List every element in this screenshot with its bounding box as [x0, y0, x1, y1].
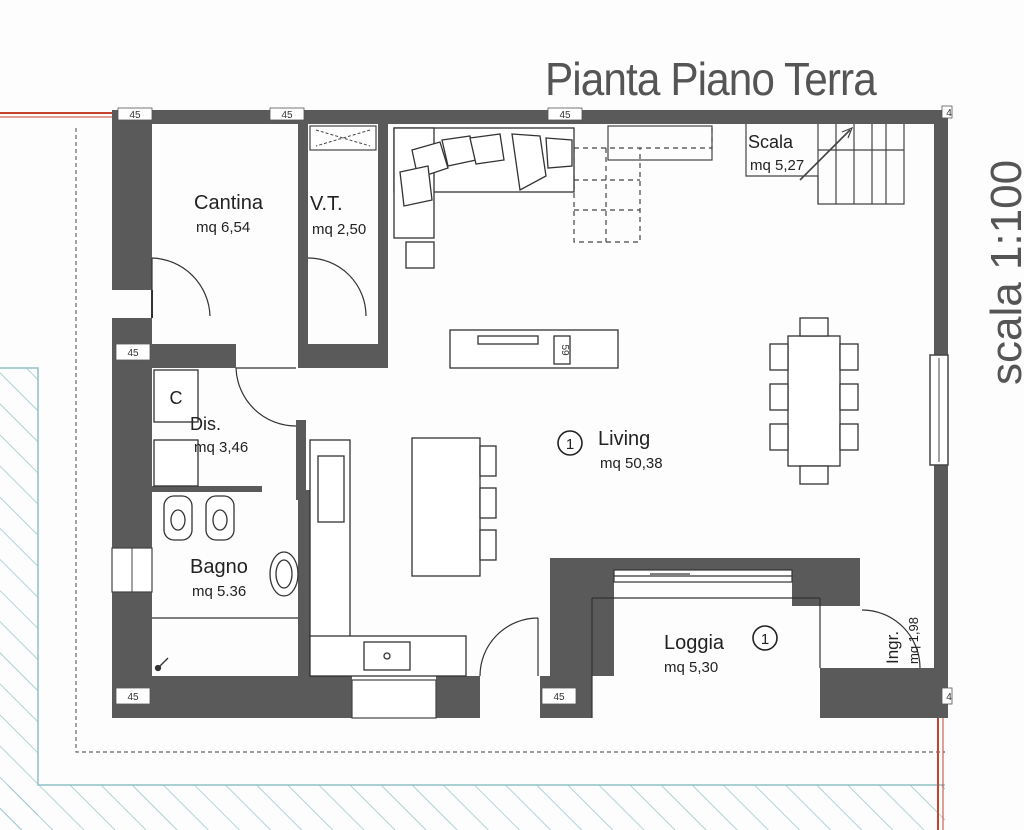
room-name-dis: Dis. [190, 414, 221, 434]
living-marker: 1 [566, 436, 574, 453]
dining-island [411, 437, 497, 577]
wall-tag: 45 [281, 110, 293, 121]
walls [112, 110, 948, 718]
room-name-cantina: Cantina [194, 192, 264, 214]
loggia-marker: 1 [761, 631, 769, 648]
room-area-dis: mq 3,46 [194, 439, 248, 456]
room-area-bagno: mq 5.36 [192, 583, 246, 600]
wall-tag: 45 [553, 692, 565, 703]
hood-tag: 59 [559, 344, 570, 356]
wall-tag: 45 [559, 110, 571, 121]
wall-tag: 4 [946, 692, 952, 703]
room-name-ingr: Ingr. [883, 631, 902, 664]
room-area-vt: mq 2,50 [312, 221, 366, 238]
bathroom-fixtures [152, 369, 299, 672]
window-strip [929, 354, 949, 466]
room-name-bagno: Bagno [190, 556, 248, 578]
kitchen-wall-unit [309, 439, 467, 677]
bottom-window [351, 679, 437, 719]
room-area-ingr: mq 1,98 [906, 617, 921, 664]
right-column-pattern [938, 180, 946, 644]
room-name-vt: V.T. [310, 193, 343, 215]
wall-tag: 45 [129, 110, 141, 121]
room-area-cantina: mq 6,54 [196, 219, 250, 236]
room-area-loggia: mq 5,30 [664, 659, 718, 676]
kitchen-counter [449, 329, 619, 369]
cabinet-tag: C [170, 388, 183, 408]
room-area-scala: mq 5,27 [750, 157, 804, 174]
room-area-living: mq 50,38 [600, 455, 663, 472]
vent-box [309, 125, 377, 151]
garden-hatch-area [0, 367, 945, 830]
dining-table [769, 317, 859, 485]
sliding-door [591, 569, 821, 718]
wall-tags: 45 45 45 45 45 45 4 4 59 C [115, 105, 953, 705]
left-window [111, 547, 153, 593]
page-title: Pianta Piano Terra [545, 53, 877, 105]
boundary-accent [0, 112, 944, 830]
stair [573, 124, 905, 243]
wall-tag: 45 [127, 692, 139, 703]
wall-tag: 45 [127, 348, 139, 359]
sofa [393, 127, 575, 269]
property-boundary [75, 128, 945, 753]
scale-label: scala 1:100 [982, 159, 1024, 385]
room-labels: Cantina mq 6,54 V.T. mq 2,50 Scala mq 5,… [190, 132, 921, 676]
door-swings [151, 257, 921, 677]
wall-tag: 4 [946, 108, 952, 119]
room-name-loggia: Loggia [664, 632, 725, 654]
room-name-scala: Scala [748, 132, 794, 152]
room-name-living: Living [598, 428, 650, 450]
